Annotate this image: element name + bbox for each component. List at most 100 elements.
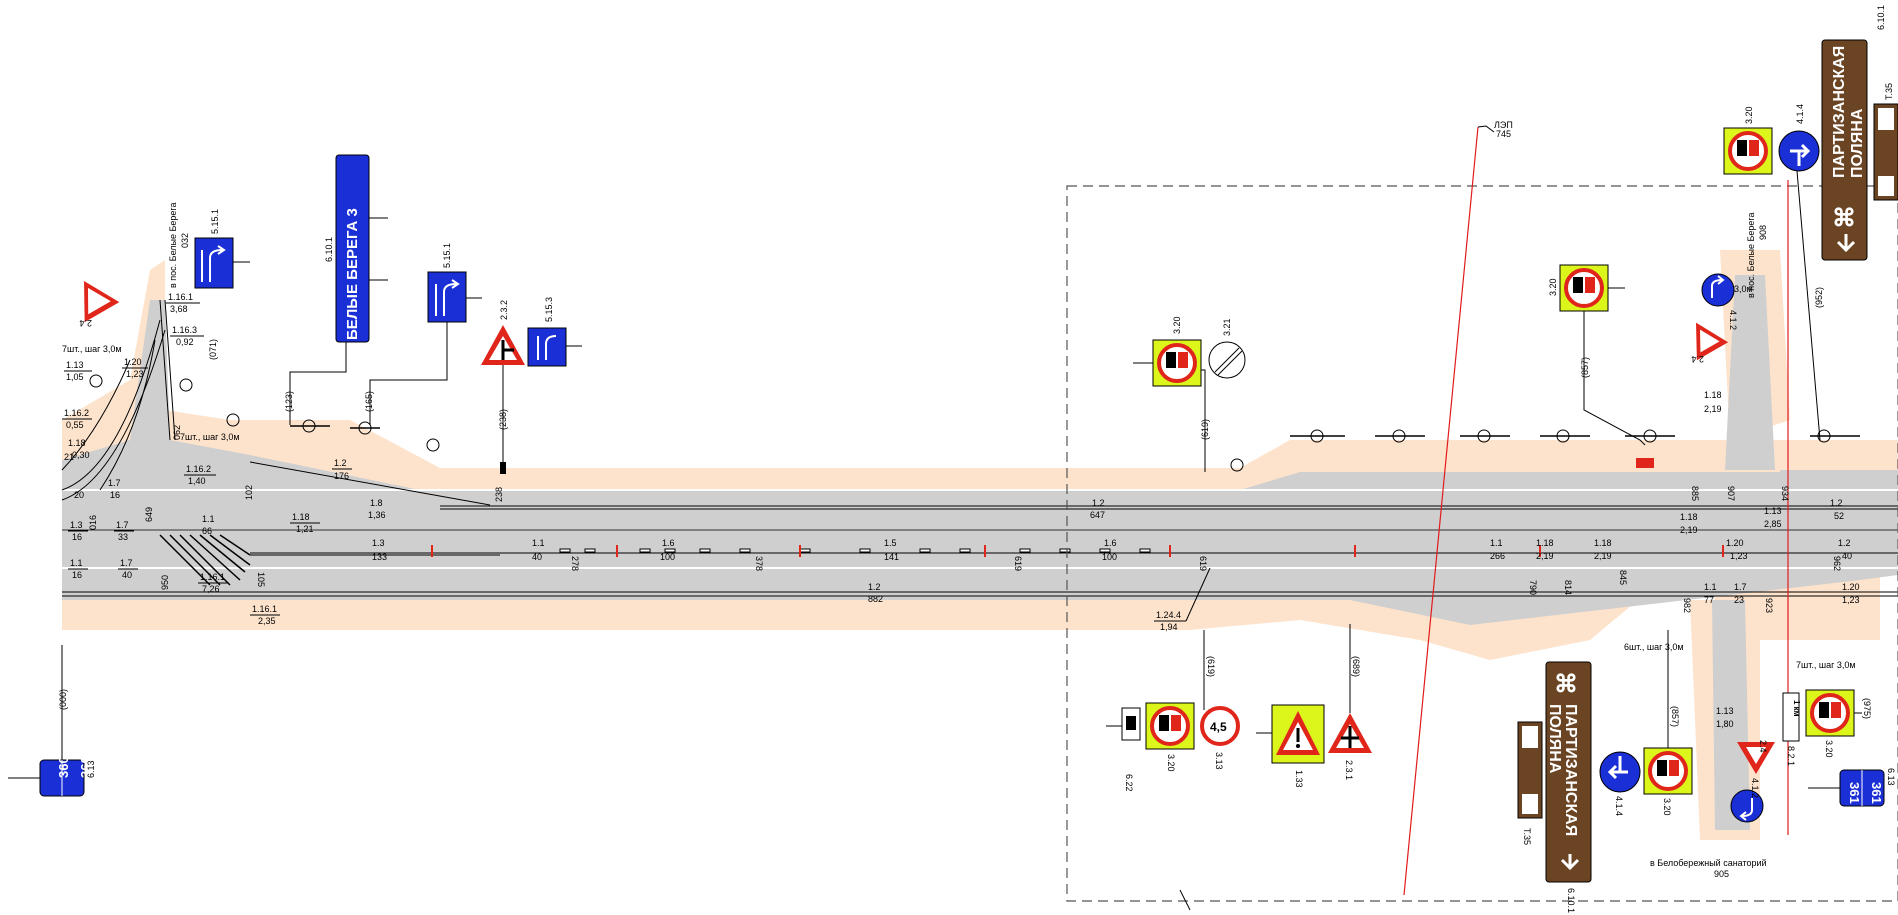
mk-22-val: 100 xyxy=(1102,552,1117,562)
mk-25-code: 1.24.4 xyxy=(1156,610,1181,620)
road-surface xyxy=(62,275,1898,830)
mk-9-val: 1,36 xyxy=(368,510,386,520)
svg-text:278: 278 xyxy=(570,556,580,571)
mk-15-val: 16 xyxy=(110,490,120,500)
mk-5-code: 1.18 xyxy=(68,438,86,448)
mk-0-val: 3,68 xyxy=(170,304,188,314)
left-marking-labels: 1.16.1 3,68 1.16.3 0,92 1.13 1,05 1.20 1… xyxy=(64,292,1181,632)
mk-7-val: 176 xyxy=(334,471,349,481)
mk-9-code: 1.8 xyxy=(370,498,383,508)
mk-28-code: 1.18 xyxy=(1594,538,1612,548)
nopass-bottom3-offset: (975) xyxy=(1862,698,1872,719)
svg-text:20: 20 xyxy=(74,490,84,500)
settlement-top-pos: 032 xyxy=(180,233,190,248)
mk-36-val: 1,23 xyxy=(1842,595,1860,605)
step-left: 7шт., шаг 3,0м xyxy=(62,344,122,354)
mk-31-val: 2,19 xyxy=(1704,404,1722,414)
mk-24-val: 647 xyxy=(1090,510,1105,520)
mk-2-code: 1.13 xyxy=(66,360,84,370)
mk-8-val: 1,21 xyxy=(296,524,314,534)
t35-top-code: Т.35 xyxy=(1884,83,1894,100)
mk-21-code: 1.5 xyxy=(884,538,897,548)
step-mid: 7шт., шаг 3,0м xyxy=(180,432,240,442)
lane-2-offset: (165) xyxy=(364,391,374,412)
mk-26-val: 266 xyxy=(1490,551,1505,561)
mk-32-code: 1.20 xyxy=(1726,538,1744,548)
mk-32-val: 1,23 xyxy=(1730,551,1748,561)
mk-12-val: 66 xyxy=(202,526,212,536)
brown-sign-top: ПАРТИЗАНСКАЯ ПОЛЯНА ⌘ 6.10.1 xyxy=(1821,5,1886,261)
belye-sign-text: БЕЛЫЕ БЕРЕГА 3 xyxy=(344,208,361,340)
km361-b: 361 xyxy=(1869,782,1884,804)
tri231-offset: (689) xyxy=(1351,656,1361,677)
plate-8-2-1: 1 км 8.2.1 xyxy=(1782,692,1801,766)
lane-3-code: 5.15.3 xyxy=(544,297,554,322)
t35-sign-top: Т.35 xyxy=(1873,83,1898,201)
step-right-bottom1: 6шт., шаг 3,0м xyxy=(1624,642,1684,652)
sanatorium-pos: 905 xyxy=(1714,869,1729,879)
brown-bottom-code: 6.10.1 xyxy=(1566,888,1576,913)
limit-value: 4,5 xyxy=(1210,720,1227,734)
dashed-markings xyxy=(559,548,1151,553)
nopass-bottom-code: 3.20 xyxy=(1166,754,1176,772)
svg-text:982: 982 xyxy=(1682,598,1692,613)
svg-text:934: 934 xyxy=(1780,486,1790,501)
lane-1-code: 5.15.1 xyxy=(210,209,220,234)
km-sign-361: 361 361 6.13 xyxy=(1808,768,1896,807)
nopass-bottom3-code: 3.20 xyxy=(1824,740,1834,758)
mk-23-code: 1.2 xyxy=(868,582,881,592)
tri-24-right-code: 2.4 xyxy=(1691,354,1704,364)
direction-4-1-2-bottom: 4.1.2 xyxy=(1730,778,1764,823)
tri231-code: 2.3.1 xyxy=(1344,760,1354,780)
mk-13-val: 16 xyxy=(72,570,82,580)
mk-0-code: 1.16.1 xyxy=(168,292,193,302)
mk-5-val: 0,30 xyxy=(72,450,90,460)
offset-619-bottom: (619) xyxy=(1206,656,1216,677)
direction-4-1-2-top: 4.1.2 xyxy=(1701,273,1738,330)
triangle-2-4-bottom: 2.4 xyxy=(1737,740,1775,774)
mk-33-val: 77 xyxy=(1704,595,1714,605)
no-passing-3-20-bottom: 3.20 xyxy=(1145,702,1195,772)
mk-30-code: 1.13 xyxy=(1764,506,1782,516)
mk-23-val: 882 xyxy=(868,594,883,604)
nopass857-code: 3.20 xyxy=(1548,278,1558,296)
belye-berega-sign: БЕЛЫЕ БЕРЕГА 3 6.10.1 (123) xyxy=(284,154,388,425)
tri-232-pos: 238 xyxy=(494,487,504,502)
mk-19-code: 1.1 xyxy=(532,538,545,548)
end-restriction-3-21: 3.21 xyxy=(1208,318,1246,379)
svg-text:845: 845 xyxy=(1618,570,1628,585)
station-ticks xyxy=(431,545,1724,557)
svg-text:21: 21 xyxy=(64,452,74,462)
lep-code: ЛЭП xyxy=(1494,120,1513,130)
dir412-bottom-code: 4.1.2 xyxy=(1750,778,1760,798)
mk-17-val: 2,35 xyxy=(258,616,276,626)
tri24-bottom-code: 2.4 xyxy=(1758,740,1768,753)
brown-top-code: 6.10.1 xyxy=(1876,5,1886,30)
warning-1-33: 1.33 xyxy=(1256,704,1325,788)
left-ramp-lines xyxy=(61,319,166,501)
direction-4-1-4-bottom: 4.1.4 xyxy=(1599,751,1641,816)
sanatorium-text: в Белобережный санаторий xyxy=(1650,858,1767,868)
svg-text:016: 016 xyxy=(88,515,98,530)
lane-sign-5-15-1-b: 5.15.1 (165) xyxy=(364,243,482,425)
lane-sign-5-15-3: 5.15.3 xyxy=(527,297,582,367)
mk-13-code: 1.1 xyxy=(70,558,83,568)
km361-a: 361 xyxy=(1847,782,1862,804)
belye-sign-offset: (123) xyxy=(284,391,294,412)
nopass-top-code: 3.20 xyxy=(1744,106,1754,124)
svg-text:950: 950 xyxy=(160,575,170,590)
brown-top-symbol: ⌘ xyxy=(1832,205,1856,232)
mk-3-code: 1.20 xyxy=(124,357,142,367)
mk-22-code: 1.6 xyxy=(1104,538,1117,548)
mk-24-code: 1.2 xyxy=(1092,498,1105,508)
step-right-top: 3,0м xyxy=(1734,284,1753,294)
lamp-bars xyxy=(290,425,1860,437)
t35-sign-bottom: Т.35 xyxy=(1517,721,1543,845)
svg-text:619: 619 xyxy=(1013,556,1023,571)
triangle-2-3-1: 2.3.1 (689) xyxy=(1328,624,1372,780)
mk-19-val: 40 xyxy=(532,552,542,562)
no-passing-3-20-bottom2: 3.20 (857) xyxy=(1643,630,1693,816)
mk-6-code: 1.16.2 xyxy=(186,464,211,474)
km-sign-360: 360 360 6.13 (000) xyxy=(8,645,96,797)
